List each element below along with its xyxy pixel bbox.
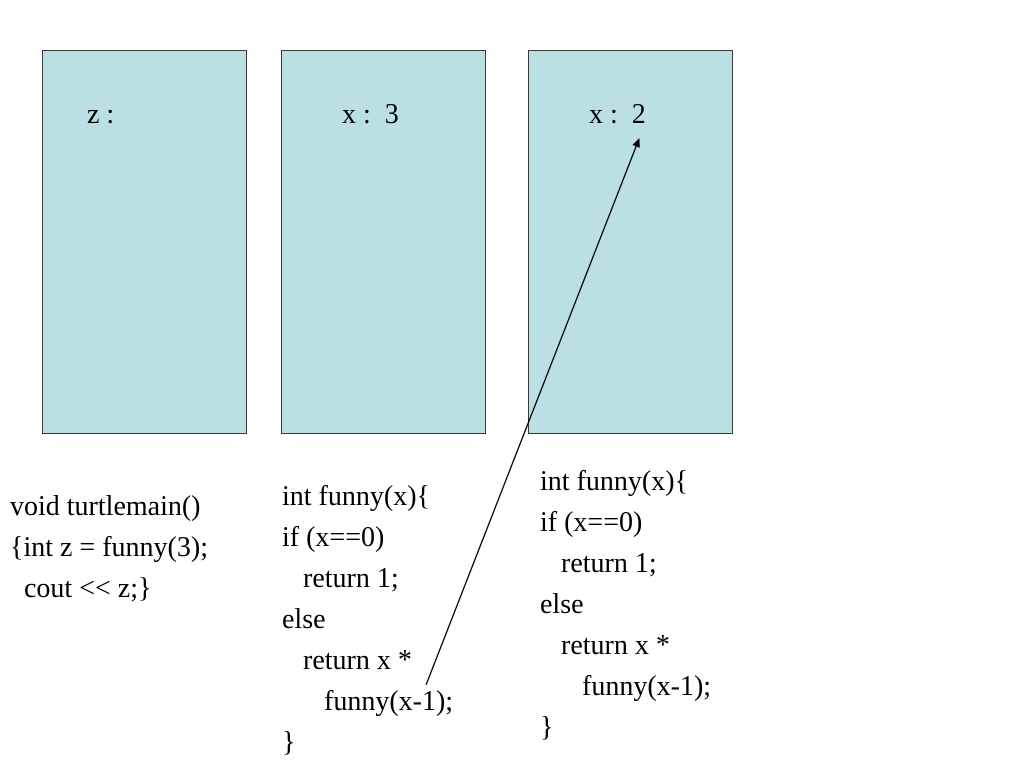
frame-variable-label: x : 2 <box>589 99 646 130</box>
code-line: return x * <box>540 630 670 661</box>
code-line: {int z = funny(3); <box>10 532 208 563</box>
code-block-funny-1: int funny(x){ if (x==0) return 1; else ret… <box>282 476 453 763</box>
code-line: int funny(x){ <box>282 481 430 512</box>
code-line: if (x==0) <box>282 522 385 553</box>
stack-frame-funny-2: x : 2 <box>528 50 733 434</box>
code-line: if (x==0) <box>540 507 643 538</box>
code-line: } <box>540 712 554 743</box>
frame-variable-label: z : <box>87 99 115 130</box>
code-block-turtlemain: void turtlemain() {int z = funny(3); cout… <box>10 486 208 609</box>
stack-frame-funny-1: x : 3 <box>281 50 486 434</box>
code-line: funny(x-1); <box>540 671 712 702</box>
code-line: else <box>282 604 326 635</box>
code-line: void turtlemain() <box>10 491 201 522</box>
code-line: return 1; <box>540 548 657 579</box>
code-line: int funny(x){ <box>540 466 688 497</box>
code-line: funny(x-1); <box>282 686 454 717</box>
frame-variable-label: x : 3 <box>342 99 399 130</box>
code-line: cout << z;} <box>10 573 152 604</box>
code-line: return x * <box>282 645 412 676</box>
stack-frame-main: z : <box>42 50 247 434</box>
code-block-funny-2: int funny(x){ if (x==0) return 1; else ret… <box>540 461 711 748</box>
code-line: } <box>282 727 296 758</box>
code-line: return 1; <box>282 563 399 594</box>
code-line: else <box>540 589 584 620</box>
